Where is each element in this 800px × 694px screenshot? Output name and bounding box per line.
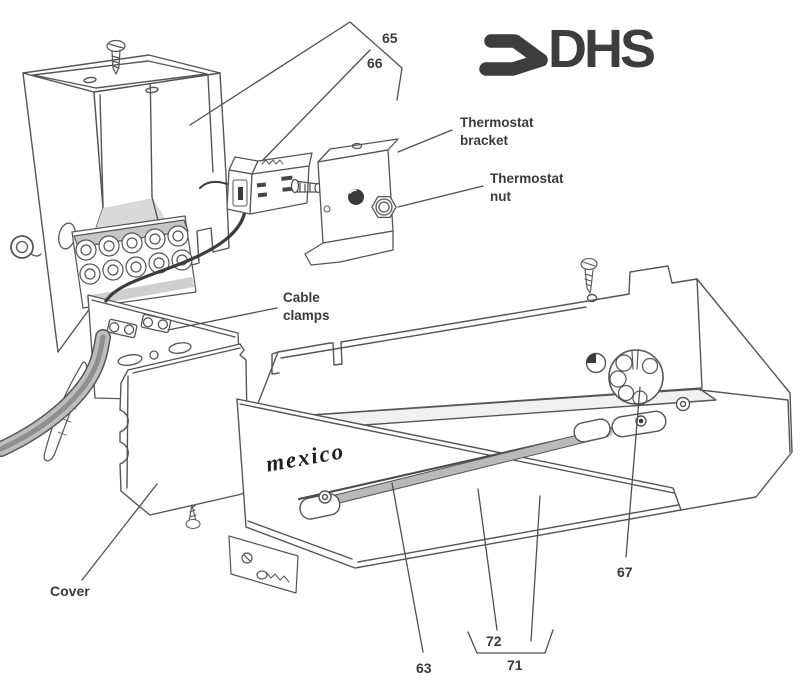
box-top-hole bbox=[145, 86, 159, 94]
callout-63: 63 bbox=[416, 660, 432, 676]
box-interior-lines bbox=[99, 62, 214, 229]
supply-cable bbox=[0, 329, 111, 457]
panel-hole-shadow bbox=[586, 353, 596, 363]
leader-65 bbox=[189, 21, 403, 126]
callout-thermostat-bracket: Thermostat bracket bbox=[460, 114, 534, 149]
leader-72a bbox=[477, 488, 498, 631]
leader-72b bbox=[530, 495, 541, 642]
back-panel-screw-hole bbox=[586, 293, 598, 303]
panel-screw-exploded bbox=[580, 257, 598, 294]
control-knob bbox=[608, 349, 664, 406]
right-end bbox=[680, 278, 793, 511]
cover-panel bbox=[119, 343, 249, 516]
bracket-hole bbox=[348, 189, 364, 205]
cable-clamp bbox=[140, 313, 172, 334]
grommet-ring bbox=[10, 235, 42, 259]
front-screw bbox=[318, 490, 332, 504]
thermostat bbox=[226, 152, 322, 215]
callout-67: 67 bbox=[617, 564, 633, 580]
knockout-hole bbox=[168, 342, 192, 354]
callout-thermostat-nut-line2: nut bbox=[490, 188, 511, 204]
leader-lines bbox=[81, 21, 641, 654]
callout-65: 65 bbox=[382, 30, 398, 46]
heater-base bbox=[228, 257, 793, 594]
heating-element bbox=[304, 427, 613, 511]
callout-thermostat-nut-line1: Thermostat bbox=[490, 171, 564, 186]
callout-cable-clamps: Cable clamps bbox=[283, 289, 330, 324]
thermostat-nut bbox=[371, 195, 397, 219]
end-bracket-screw bbox=[256, 570, 268, 580]
thermostat-wire bbox=[104, 188, 248, 303]
box-top-hole bbox=[83, 76, 97, 84]
terminal-row-rear bbox=[75, 225, 189, 261]
callout-cable-clamps-line2: clamps bbox=[283, 307, 330, 323]
callout-cover: Cover bbox=[50, 583, 90, 599]
element-end-cylinder bbox=[573, 418, 611, 443]
callout-66: 66 bbox=[367, 55, 383, 71]
leader-67 bbox=[625, 386, 641, 558]
callout-thermostat-bracket-line1: Thermostat bbox=[460, 115, 534, 130]
front-panel bbox=[236, 398, 682, 569]
dhs-arrow-icon bbox=[479, 34, 548, 76]
end-bracket bbox=[228, 535, 299, 594]
leader-cable-clamps bbox=[167, 307, 278, 331]
callout-cable-clamps-line1: Cable bbox=[283, 290, 320, 305]
knockout-hole bbox=[149, 350, 159, 360]
callout-thermostat-nut: Thermostat nut bbox=[490, 170, 564, 205]
thermostat-wire-left bbox=[199, 180, 228, 189]
box-top-rim bbox=[32, 60, 208, 89]
knockout-hole bbox=[117, 354, 143, 366]
callout-thermostat-bracket-line2: bracket bbox=[460, 132, 509, 148]
leader-thermostat-nut bbox=[397, 185, 484, 208]
thermostat-slot bbox=[238, 187, 243, 200]
box-screw bbox=[106, 0, 585, 75]
back-panel bbox=[251, 265, 703, 420]
thermostat-bracket bbox=[304, 138, 399, 266]
terminal-block-shadow bbox=[86, 277, 194, 306]
leader-thermostat-bracket bbox=[397, 129, 453, 153]
cover-screw bbox=[185, 504, 201, 530]
callout-71: 71 bbox=[507, 657, 523, 673]
dhs-logo-text: DHS bbox=[548, 19, 656, 79]
leader-66 bbox=[261, 49, 371, 162]
leader-cover bbox=[81, 483, 158, 581]
leader-63 bbox=[391, 482, 424, 653]
front-screw bbox=[675, 396, 691, 412]
callout-72: 72 bbox=[486, 633, 502, 649]
bracket-71 bbox=[467, 629, 554, 654]
thermostat-vents bbox=[256, 175, 294, 198]
cable-clamp bbox=[106, 318, 138, 339]
terminal-block bbox=[71, 215, 197, 309]
